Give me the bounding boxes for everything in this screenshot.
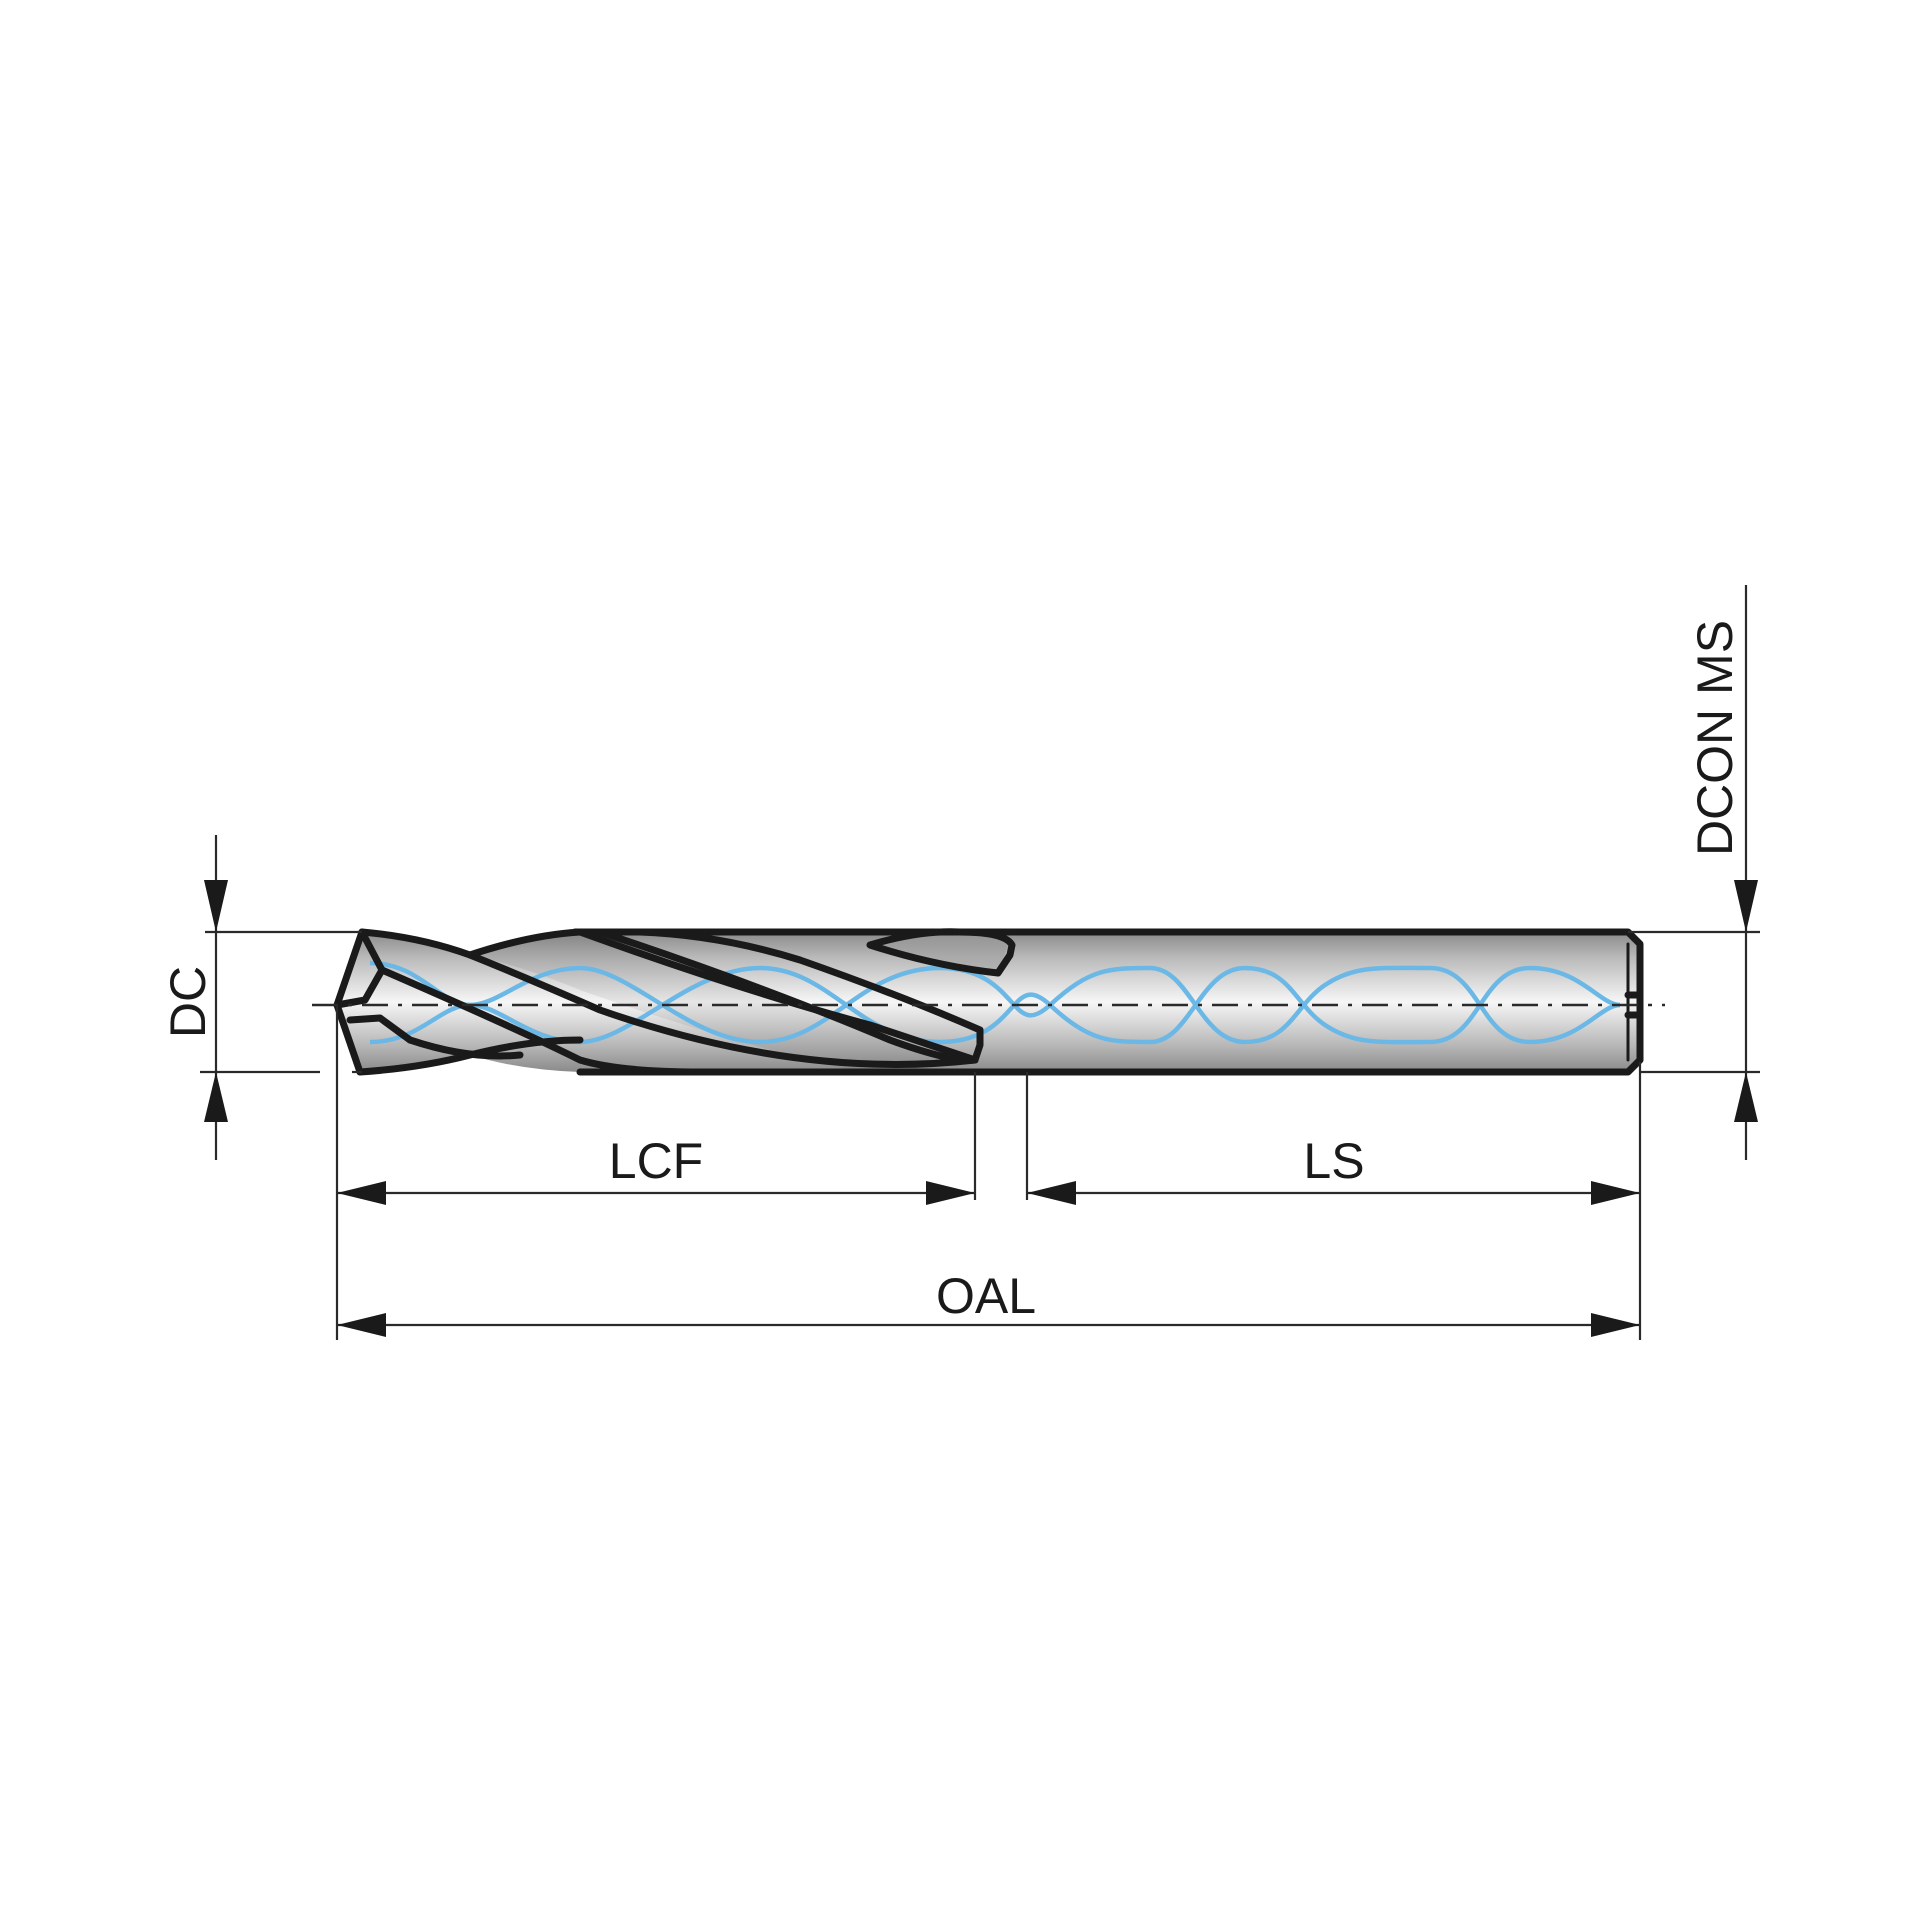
dim-ls: LS [1027,1133,1640,1205]
ls-arrow-left [1027,1181,1076,1205]
oal-arrow-right [1591,1313,1640,1337]
dc-label: DC [160,966,216,1038]
oal-arrow-left [337,1313,386,1337]
lcf-arrow-right [926,1181,975,1205]
lcf-label: LCF [609,1133,703,1189]
flute-band-2 [870,931,1010,972]
oal-label: OAL [936,1268,1036,1324]
dc-arrow-top [204,880,228,932]
extension-lines [335,1005,1642,1340]
drill-body [312,928,1665,1076]
dim-oal: OAL [337,1268,1640,1337]
drill-outlines [333,928,1644,1076]
dim-dcon-ms: DCON MS [1628,585,1760,1160]
lcf-arrow-left [337,1181,386,1205]
dcon-arrow-bottom [1734,1072,1758,1122]
flute-band-1 [470,932,975,1072]
dc-arrow-bottom [204,1072,228,1122]
dcon-arrow-top [1734,880,1758,932]
dcon-ms-label: DCON MS [1687,620,1743,856]
coolant-channel-1 [369,960,1621,1045]
ls-label: LS [1303,1133,1364,1189]
dim-dc: DC [160,835,362,1160]
dim-lcf: LCF [337,1133,975,1205]
ls-arrow-right [1591,1181,1640,1205]
